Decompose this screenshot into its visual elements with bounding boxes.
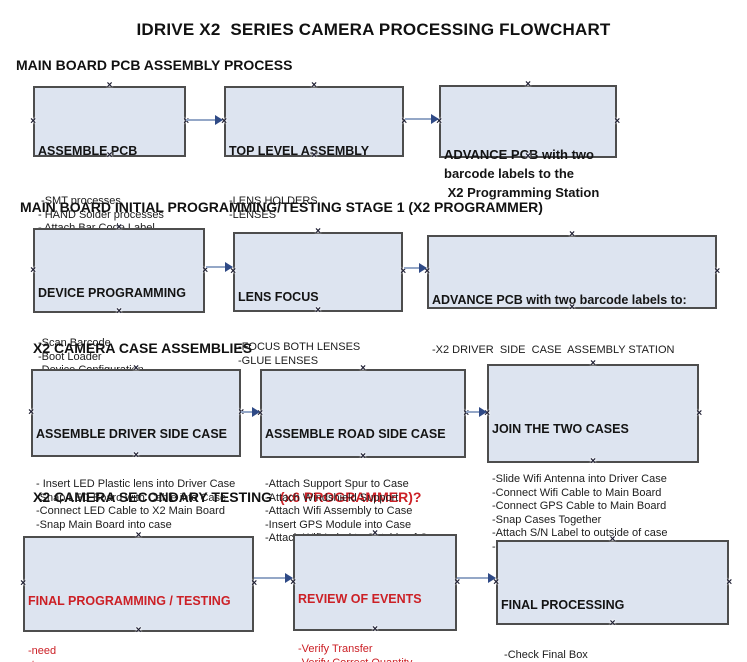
- connection-handle-icon: [262, 371, 464, 456]
- box-body: -Slide Wifi Antenna into Driver Case-Con…: [492, 473, 694, 554]
- box-text-line: -SMT processes: [38, 195, 121, 207]
- box-text-line: -Snap Main Board into case: [36, 518, 172, 531]
- box-advance-pcb-driver-side-station: ADVANCE PCB with two barcode labels to: …: [427, 235, 717, 356]
- box-text-line: ASSEMBLE DRIVER SIDE CASE: [36, 427, 228, 441]
- box-title: TOP LEVEL ASSEMBLY: [229, 143, 399, 159]
- connection-handle-icon: [25, 538, 252, 630]
- box-body: -LENS HOLDERS-LENSES: [229, 195, 399, 222]
- box-text-line: -Attach Wifi Assembly to Case: [265, 505, 413, 517]
- box-text-line: -Check Final Box: [501, 649, 588, 661]
- flow-arrow-icon: [241, 407, 260, 417]
- connection-handle-icon: [33, 371, 239, 455]
- box-text-line: - Insert LED Plastic lens into Driver Ca…: [36, 478, 236, 490]
- box-text-line: -Scan Barcode: [38, 337, 111, 349]
- box-text-line: barcode labels to the: [444, 166, 575, 181]
- box-body: -need-to-know-what-goes-here: [28, 645, 249, 662]
- box-text-line: -Slide Wifi Antenna into Driver Case: [492, 473, 667, 485]
- box-title: ASSEMBLE DRIVER SIDE CASE: [36, 426, 236, 442]
- box-top-level-assembly: TOP LEVEL ASSEMBLY -LENS HOLDERS-LENSES: [224, 86, 404, 221]
- box-join-the-two-cases: JOIN THE TWO CASES -Slide Wifi Antenna i…: [487, 364, 699, 553]
- flow-arrow-icon: [405, 114, 439, 124]
- box-title: REVIEW OF EVENTS: [298, 591, 452, 607]
- box-body: -FOCUS BOTH LENSES-GLUE LENSES: [238, 341, 398, 368]
- box-title: DEVICE PROGRAMMING: [38, 285, 200, 301]
- box-title: ASSEMBLE PCB: [38, 143, 181, 159]
- box-text-line: TOP LEVEL ASSEMBLY: [229, 144, 370, 158]
- box-text-line: -Insert GPS Module into Case: [265, 518, 412, 531]
- box-text-line: -LENS HOLDERS: [229, 195, 318, 207]
- box-text-line: ASSEMBLE ROAD SIDE CASE: [265, 427, 446, 441]
- box-text-line: LENS FOCUS: [238, 290, 319, 304]
- box-text-line: ASSEMBLE PCB: [38, 144, 138, 158]
- connection-handle-icon: [295, 536, 455, 629]
- box-assemble-road-side-case: ASSEMBLE ROAD SIDE CASE -Attach Support …: [260, 369, 466, 544]
- box-text-line: FINAL PROGRAMMING / TESTING: [28, 594, 231, 608]
- box-assemble-pcb: ASSEMBLE PCB -SMT processes- HAND Solder…: [33, 86, 186, 234]
- flow-arrow-icon: [404, 263, 427, 273]
- box-device-programming: DEVICE PROGRAMMING -Scan Barcode-Boot Lo…: [33, 228, 205, 403]
- box-text-line: -Snap Cases Together: [492, 513, 602, 526]
- section-header-case-assemblies: X2 CAMERA CASE ASSEMBLIES: [33, 340, 253, 356]
- section-header-secondary-testing: X2 CAMERA SECONDARY TESTING (x6 PROGRAMM…: [33, 489, 421, 505]
- box-title: ADVANCE PCB with two barcode labels to th…: [444, 145, 612, 202]
- box-body: -Check Final Box-Place In Bubble wrap Ba…: [501, 649, 724, 662]
- box-body: -Verify Transfer -Verify Correct Quantity…: [298, 643, 452, 662]
- connection-handle-icon: [489, 366, 697, 461]
- box-title: ADVANCE PCB with two barcode labels to:: [432, 292, 712, 308]
- box-advance-pcb-programming-station: ADVANCE PCB with two barcode labels to th…: [439, 85, 617, 200]
- flow-arrow-icon: [254, 573, 293, 583]
- box-text-line: -Snap LED Board with Cable into Case: [36, 491, 227, 504]
- box-text-line: -FOCUS BOTH LENSES: [238, 341, 361, 353]
- box-text-line: DEVICE PROGRAMMING: [38, 286, 186, 300]
- box-text-line: -LENSES: [229, 208, 277, 221]
- box-text-line: -X2 DRIVER SIDE CASE ASSEMBLY STATION: [432, 344, 675, 356]
- box-text-line: FINAL PROCESSING: [501, 598, 625, 612]
- box-text-line: -Connect GPS Cable to Main Board: [492, 500, 667, 512]
- flow-arrow-icon: [206, 262, 233, 272]
- box-title: FINAL PROGRAMMING / TESTING: [28, 593, 249, 609]
- box-lens-focus: LENS FOCUS -FOCUS BOTH LENSES-GLUE LENSE…: [233, 232, 403, 367]
- section-header-secondary-testing-red: (x6 PROGRAMMER)?: [272, 489, 422, 505]
- box-review-of-events: REVIEW OF EVENTS -Verify Transfer-Verify…: [293, 534, 457, 662]
- box-text-line: -Attach Windshield Support: [265, 491, 399, 504]
- flow-arrow-icon: [457, 573, 496, 583]
- box-text-line: -Attach Support Spur to Case: [265, 478, 409, 490]
- flow-arrow-icon: [466, 407, 487, 417]
- box-title: FINAL PROCESSING: [501, 597, 724, 613]
- section-header-pcb-assembly: MAIN BOARD PCB ASSEMBLY PROCESS: [16, 57, 293, 73]
- box-title: LENS FOCUS: [238, 289, 398, 305]
- box-text-line: -Verify Correct Quantity: [298, 657, 452, 662]
- box-final-processing: FINAL PROCESSING -Check Final Box-Place …: [496, 540, 729, 661]
- box-text-line: -need: [28, 645, 57, 657]
- box-body: - Insert LED Plastic lens into Driver Ca…: [36, 478, 236, 532]
- box-text-line: X2 Programming Station: [444, 185, 600, 200]
- box-final-programming-testing: FINAL PROGRAMMING / TESTING -need-to-kno…: [23, 536, 254, 662]
- box-text-line: -GLUE LENSES: [238, 354, 319, 367]
- box-text-line: -Attach S/N Label to outside of case: [492, 527, 668, 539]
- box-text-line: -to: [28, 659, 249, 662]
- box-text-line: - HAND Solder processes: [38, 208, 164, 221]
- box-text-line: -Verify Transfer: [298, 643, 373, 655]
- section-header-secondary-testing-black: X2 CAMERA SECONDARY TESTING: [33, 489, 273, 505]
- box-body: -X2 DRIVER SIDE CASE ASSEMBLY STATION: [432, 344, 712, 358]
- box-title: JOIN THE TWO CASES: [492, 421, 694, 437]
- box-title: ASSEMBLE ROAD SIDE CASE: [265, 426, 461, 442]
- box-text-line: -Boot Loader: [38, 350, 102, 363]
- page-title: IDRIVE X2 SERIES CAMERA PROCESSING FLOWC…: [136, 20, 611, 39]
- box-text-line: JOIN THE TWO CASES: [492, 422, 629, 436]
- flow-arrow-icon: [186, 115, 223, 125]
- box-text-line: -Connect LED Cable to X2 Main Board: [36, 505, 225, 517]
- box-text-line: REVIEW OF EVENTS: [298, 592, 422, 606]
- box-text-line: -Connect Wifi Cable to Main Board: [492, 486, 662, 499]
- box-assemble-driver-side-case: ASSEMBLE DRIVER SIDE CASE - Insert LED P…: [31, 369, 241, 531]
- box-text-line: ADVANCE PCB with two: [444, 147, 594, 162]
- box-text-line: ADVANCE PCB with two barcode labels to:: [432, 293, 687, 307]
